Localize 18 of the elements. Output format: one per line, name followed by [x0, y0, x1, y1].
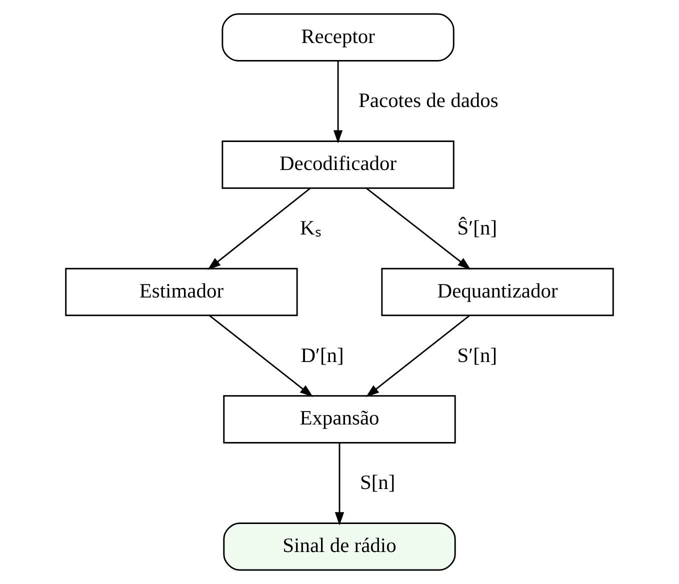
- node-box: Estimador: [65, 268, 298, 316]
- edge-label: Ŝ′[n]: [457, 217, 498, 240]
- node-box: Receptor: [222, 13, 454, 62]
- edge-label: S[n]: [360, 472, 396, 494]
- edge-label: S′[n]: [457, 344, 498, 367]
- arrow: [208, 314, 314, 398]
- arrow: [334, 443, 344, 526]
- edge-label: Pacotes de dados: [358, 90, 498, 112]
- arrow: [366, 314, 470, 398]
- arrow: [333, 61, 343, 144]
- node-box: Decodificador: [222, 140, 454, 189]
- node-box: Sinal de rádio: [223, 522, 456, 571]
- edge-label: Kₛ: [300, 217, 321, 240]
- arrow: [207, 188, 310, 270]
- node-box: Expansão: [223, 395, 456, 444]
- node-box: Dequantizador: [381, 268, 614, 316]
- edge-label: D′[n]: [300, 344, 344, 367]
- arrow: [366, 188, 471, 270]
